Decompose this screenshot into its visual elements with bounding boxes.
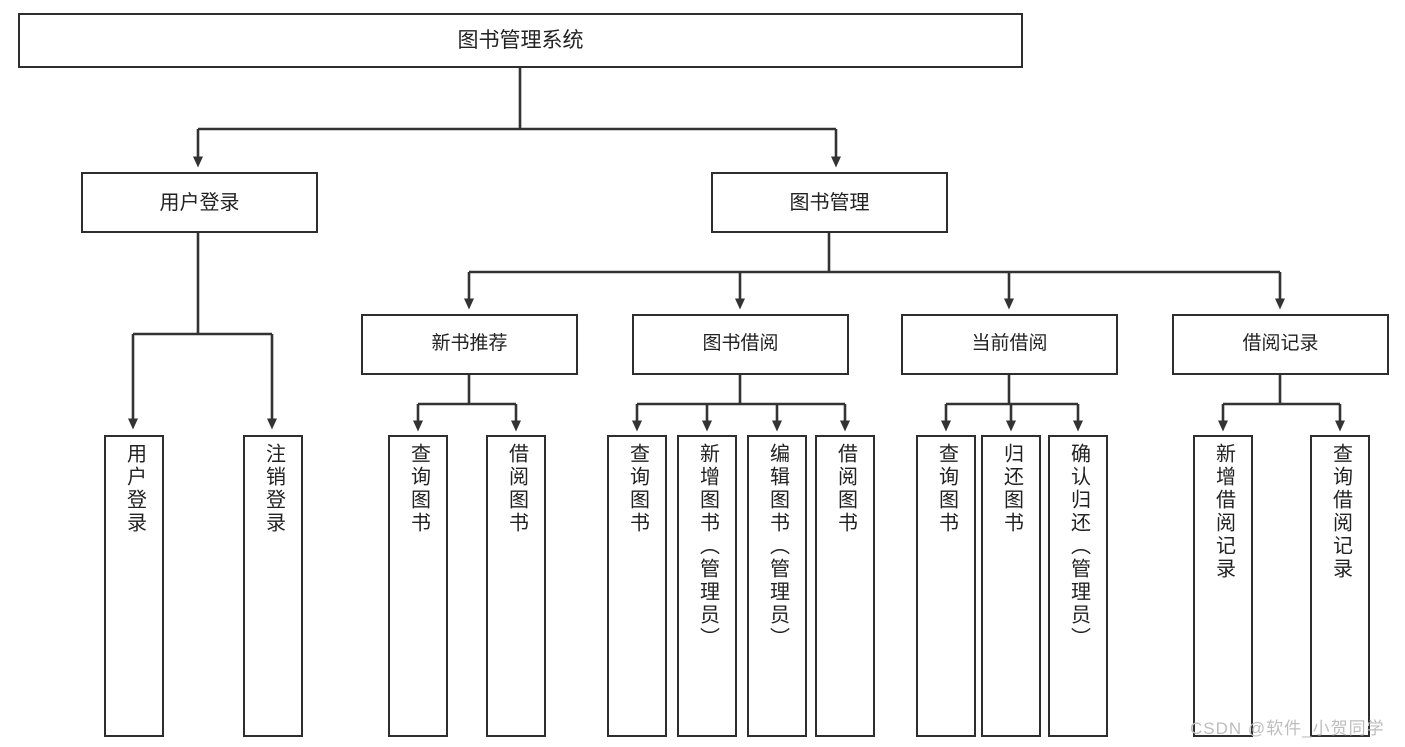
watermark: CSDN @软件_小贺同学 xyxy=(1190,719,1385,738)
node-borrow-record[interactable]: 借阅记录 xyxy=(1172,314,1389,375)
node-book-borrow-label: 图书借阅 xyxy=(702,333,779,355)
leaf-borrow-query-book[interactable]: 查询图书 xyxy=(607,435,667,737)
leaf-label: 确认归还（管理员） xyxy=(1067,443,1090,650)
leaf-record-add-record[interactable]: 新增借阅记录 xyxy=(1193,435,1253,737)
leaf-borrow-edit-book[interactable]: 编辑图书（管理员） xyxy=(747,435,807,737)
node-user-login[interactable]: 用户登录 xyxy=(81,172,318,233)
node-root[interactable]: 图书管理系统 xyxy=(18,13,1023,68)
leaf-label: 新增借阅记录 xyxy=(1212,443,1235,581)
leaf-label: 查询图书 xyxy=(626,443,649,535)
node-new-book-recommend-label: 新书推荐 xyxy=(431,333,508,355)
leaf-label: 编辑图书（管理员） xyxy=(766,443,789,650)
leaf-label: 归还图书 xyxy=(1000,443,1023,535)
node-borrow-record-label: 借阅记录 xyxy=(1242,333,1319,355)
leaf-user-login-login[interactable]: 用户登录 xyxy=(104,435,164,737)
leaf-current-query-book[interactable]: 查询图书 xyxy=(916,435,976,737)
leaf-label: 查询图书 xyxy=(407,443,430,535)
node-book-management-label: 图书管理 xyxy=(789,191,870,214)
node-new-book-recommend[interactable]: 新书推荐 xyxy=(361,314,578,375)
node-book-management[interactable]: 图书管理 xyxy=(711,172,948,233)
leaf-recommend-query-book[interactable]: 查询图书 xyxy=(388,435,448,737)
leaf-borrow-borrow-book[interactable]: 借阅图书 xyxy=(815,435,875,737)
leaf-user-login-logout[interactable]: 注销登录 xyxy=(243,435,303,737)
node-user-login-label: 用户登录 xyxy=(159,191,240,214)
leaf-current-confirm-return[interactable]: 确认归还（管理员） xyxy=(1048,435,1108,737)
leaf-label: 查询借阅记录 xyxy=(1329,443,1352,581)
leaf-label: 新增图书（管理员） xyxy=(696,443,719,650)
leaf-label: 注销登录 xyxy=(262,443,285,535)
node-book-borrow[interactable]: 图书借阅 xyxy=(632,314,849,375)
leaf-record-query-record[interactable]: 查询借阅记录 xyxy=(1310,435,1370,737)
leaf-recommend-borrow-book[interactable]: 借阅图书 xyxy=(486,435,546,737)
leaf-borrow-add-book[interactable]: 新增图书（管理员） xyxy=(677,435,737,737)
leaf-label: 借阅图书 xyxy=(505,443,528,535)
leaf-label: 借阅图书 xyxy=(834,443,857,535)
leaf-label: 用户登录 xyxy=(123,443,146,535)
leaf-label: 查询图书 xyxy=(935,443,958,535)
node-root-label: 图书管理系统 xyxy=(457,28,584,52)
node-current-borrow-label: 当前借阅 xyxy=(971,333,1048,355)
node-current-borrow[interactable]: 当前借阅 xyxy=(901,314,1118,375)
leaf-current-return-book[interactable]: 归还图书 xyxy=(981,435,1041,737)
